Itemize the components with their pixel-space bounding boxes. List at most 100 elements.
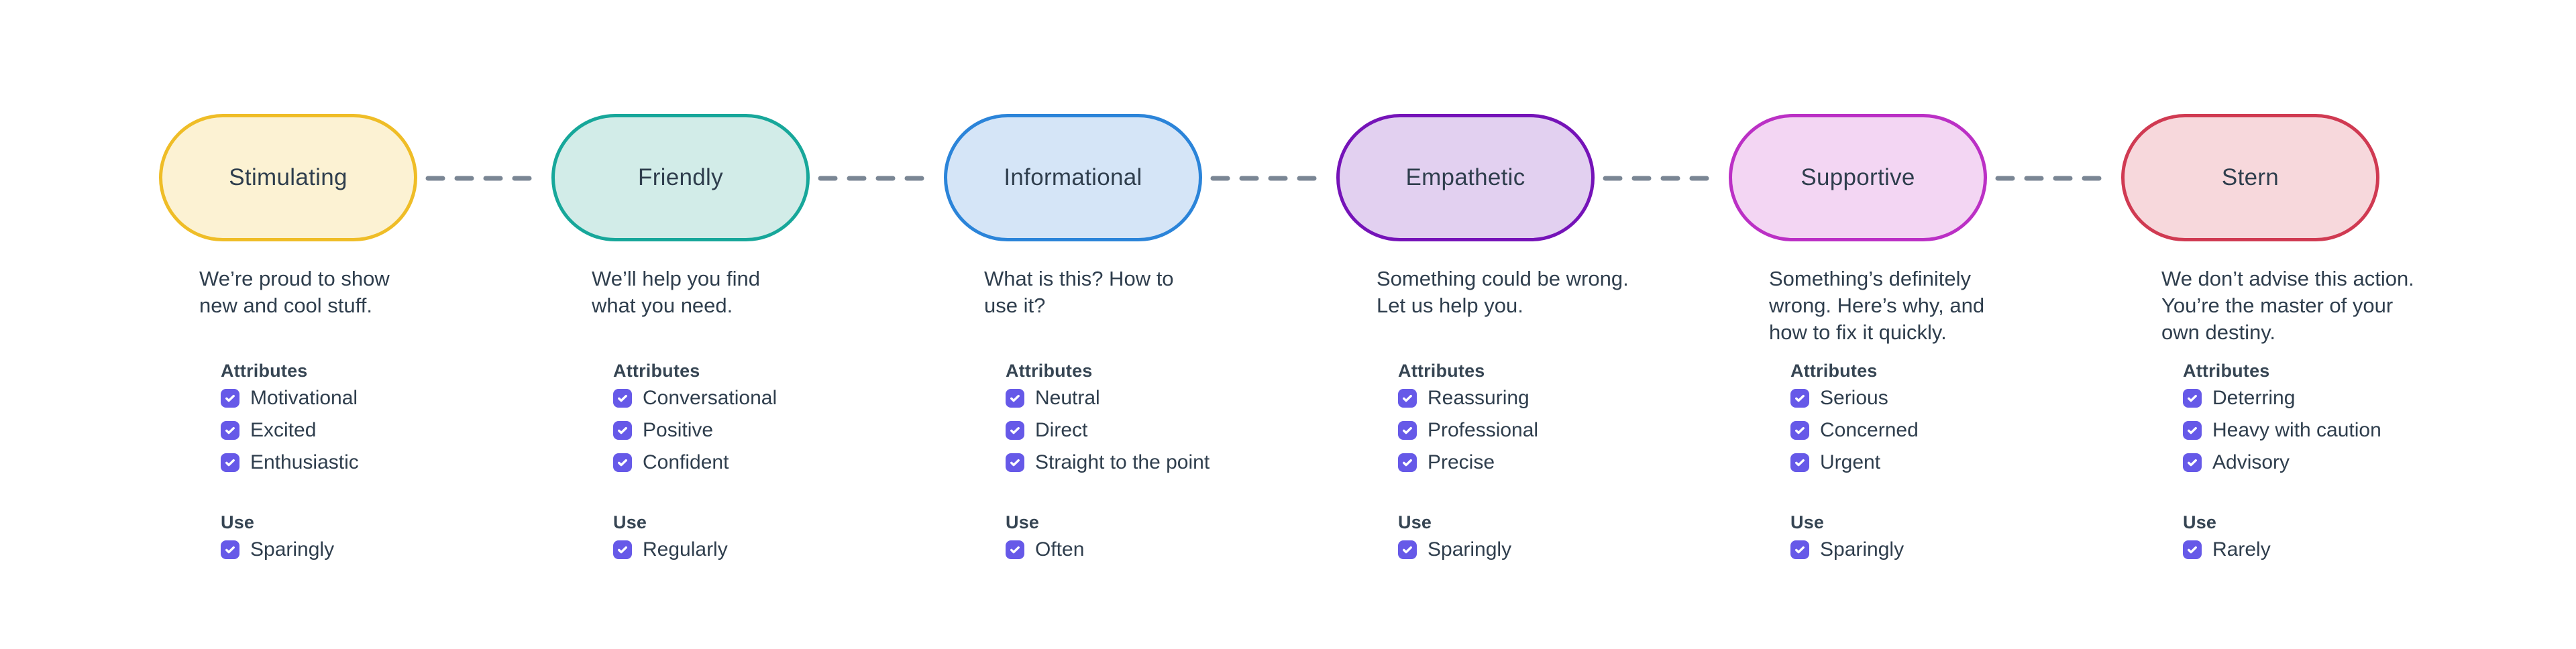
attributes-section: Attributes Conversational Positive Confi…	[613, 359, 810, 479]
attribute-checkbox-row[interactable]: Concerned	[1790, 414, 1987, 447]
use-checkbox-row[interactable]: Sparingly	[1790, 534, 1987, 566]
tone-pill[interactable]: Empathetic	[1336, 114, 1595, 241]
checkbox-checked[interactable]	[2183, 540, 2202, 559]
checkbox-checked[interactable]	[613, 421, 632, 440]
check-icon	[225, 426, 235, 434]
use-checkbox-row[interactable]: Sparingly	[221, 534, 417, 566]
checkbox-checked[interactable]	[613, 389, 632, 408]
attributes-heading: Attributes	[613, 361, 700, 381]
attribute-checkbox-row[interactable]: Precise	[1398, 447, 1595, 479]
attribute-checkbox-row[interactable]: Direct	[1006, 414, 1202, 447]
attribute-label: Reassuring	[1428, 387, 1529, 409]
use-checkbox-row[interactable]: Rarely	[2183, 534, 2379, 566]
checkbox-checked[interactable]	[221, 453, 239, 472]
checkbox-checked[interactable]	[1006, 540, 1024, 559]
use-heading: Use	[613, 512, 647, 532]
attribute-checkbox-row[interactable]: Neutral	[1006, 382, 1202, 414]
tone-description: Something could be wrong. Let us help yo…	[1377, 267, 1629, 317]
check-icon	[1403, 546, 1412, 554]
connector-dashed-line	[818, 176, 936, 181]
attribute-checkbox-row[interactable]: Enthusiastic	[221, 447, 417, 479]
use-label: Sparingly	[1820, 538, 1904, 560]
use-heading: Use	[221, 512, 255, 532]
checkbox-checked[interactable]	[1790, 453, 1809, 472]
checkbox-checked[interactable]	[221, 421, 239, 440]
attribute-label: Advisory	[2212, 451, 2290, 473]
connector-dashed-line	[425, 176, 543, 181]
attribute-label: Urgent	[1820, 451, 1881, 473]
tone-description: We’re proud to show new and cool stuff.	[199, 267, 390, 317]
attribute-checkbox-row[interactable]: Serious	[1790, 382, 1987, 414]
tone-pill[interactable]: Informational	[944, 114, 1202, 241]
checkbox-checked[interactable]	[613, 540, 632, 559]
attribute-checkbox-row[interactable]: Deterring	[2183, 382, 2379, 414]
tone-pill[interactable]: Stern	[2121, 114, 2379, 241]
attribute-label: Direct	[1035, 419, 1088, 441]
attribute-checkbox-row[interactable]: Professional	[1398, 414, 1595, 447]
checkbox-checked[interactable]	[1006, 421, 1024, 440]
attribute-checkbox-row[interactable]: Confident	[613, 447, 810, 479]
attributes-section: Attributes Motivational Excited Enthusia…	[221, 359, 417, 479]
attribute-checkbox-row[interactable]: Positive	[613, 414, 810, 447]
check-icon	[1403, 394, 1412, 402]
use-checkbox-row[interactable]: Sparingly	[1398, 534, 1595, 566]
check-icon	[1795, 459, 1805, 467]
checkbox-checked[interactable]	[613, 453, 632, 472]
use-checkbox-row[interactable]: Regularly	[613, 534, 810, 566]
check-icon	[2188, 426, 2197, 434]
use-checkbox-row[interactable]: Often	[1006, 534, 1202, 566]
check-icon	[1010, 394, 1020, 402]
use-section: Use Rarely	[2183, 511, 2379, 566]
checkbox-checked[interactable]	[2183, 453, 2202, 472]
checkbox-checked[interactable]	[1006, 453, 1024, 472]
tone-column-friendly: Friendly We’ll help you find what you ne…	[551, 114, 936, 566]
attribute-checkbox-row[interactable]: Motivational	[221, 382, 417, 414]
use-heading: Use	[2183, 512, 2217, 532]
tone-description: What is this? How to use it?	[984, 267, 1174, 317]
attributes-section: Attributes Neutral Direct Straight to th…	[1006, 359, 1210, 479]
checkbox-checked[interactable]	[1006, 389, 1024, 408]
tone-pill[interactable]: Stimulating	[159, 114, 417, 241]
attribute-checkbox-row[interactable]: Excited	[221, 414, 417, 447]
attributes-heading: Attributes	[1398, 361, 1485, 381]
checkbox-checked[interactable]	[1790, 389, 1809, 408]
attribute-label: Professional	[1428, 419, 1539, 441]
checkbox-checked[interactable]	[2183, 389, 2202, 408]
checkbox-checked[interactable]	[1790, 421, 1809, 440]
checkbox-checked[interactable]	[1398, 540, 1417, 559]
tone-pill[interactable]: Friendly	[551, 114, 810, 241]
attribute-checkbox-row[interactable]: Reassuring	[1398, 382, 1595, 414]
checkbox-checked[interactable]	[221, 389, 239, 408]
check-icon	[618, 459, 627, 467]
use-heading: Use	[1398, 512, 1432, 532]
checkbox-checked[interactable]	[1398, 453, 1417, 472]
check-icon	[2188, 546, 2197, 554]
check-icon	[1010, 546, 1020, 554]
checkbox-checked[interactable]	[1398, 421, 1417, 440]
connector-dashed-line	[1995, 176, 2113, 181]
tone-column-stern: Stern We don’t advise this action. You’r…	[2121, 114, 2414, 566]
checkbox-checked[interactable]	[221, 540, 239, 559]
check-icon	[1795, 546, 1805, 554]
tone-name: Supportive	[1801, 164, 1915, 190]
attribute-checkbox-row[interactable]: Advisory	[2183, 447, 2379, 479]
tone-pill[interactable]: Supportive	[1729, 114, 1987, 241]
attribute-checkbox-row[interactable]: Straight to the point	[1006, 447, 1210, 479]
check-icon	[1795, 394, 1805, 402]
checkbox-checked[interactable]	[2183, 421, 2202, 440]
check-icon	[618, 394, 627, 402]
attributes-heading: Attributes	[1790, 361, 1878, 381]
use-label: Sparingly	[250, 538, 335, 560]
use-section: Use Sparingly	[1398, 511, 1595, 566]
attributes-heading: Attributes	[2183, 361, 2270, 381]
tone-name: Informational	[1004, 164, 1142, 190]
attribute-checkbox-row[interactable]: Conversational	[613, 382, 810, 414]
attribute-checkbox-row[interactable]: Heavy with caution	[2183, 414, 2381, 447]
tone-column-empathetic: Empathetic Something could be wrong. Let…	[1336, 114, 1721, 566]
check-icon	[618, 426, 627, 434]
attribute-checkbox-row[interactable]: Urgent	[1790, 447, 1987, 479]
checkbox-checked[interactable]	[1398, 389, 1417, 408]
checkbox-checked[interactable]	[1790, 540, 1809, 559]
tone-columns: Stimulating We’re proud to show new and …	[159, 114, 2414, 566]
check-icon	[1010, 459, 1020, 467]
